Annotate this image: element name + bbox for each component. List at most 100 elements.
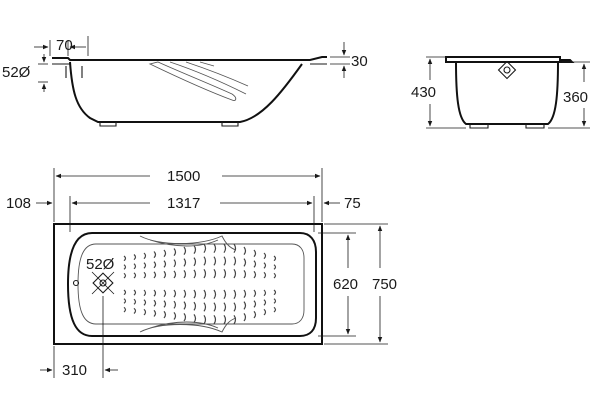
plan-handle-top-icon xyxy=(139,235,237,251)
antislip-ridge xyxy=(143,262,147,269)
antislip-ridge xyxy=(173,259,177,268)
antislip-ridge xyxy=(153,289,157,297)
antislip-ridge xyxy=(133,272,137,279)
antislip-ridge xyxy=(253,300,257,308)
dim-side-rim-width: 70 xyxy=(56,37,73,54)
antislip-ridge xyxy=(273,272,277,279)
dim-plan-head-offset: 108 xyxy=(6,195,31,212)
dim-plan-overall-length: 1500 xyxy=(167,168,200,185)
antislip-ridge xyxy=(163,260,167,268)
side-handle-icon xyxy=(148,61,237,101)
antislip-ridge xyxy=(163,249,167,258)
side-tub-body xyxy=(69,61,303,123)
antislip-ridge xyxy=(133,307,137,314)
antislip-ridge xyxy=(183,301,187,310)
antislip-ridge xyxy=(173,300,177,309)
antislip-ridge xyxy=(193,257,197,267)
antislip-ridge xyxy=(183,312,187,322)
antislip-ridge xyxy=(133,254,137,261)
antislip-ridge xyxy=(243,269,247,279)
dim-plan-foot-offset: 75 xyxy=(344,195,361,212)
antislip-ridge xyxy=(253,270,257,279)
antislip-ridge xyxy=(143,299,147,306)
antislip-ridge xyxy=(193,269,197,279)
antislip-ridge xyxy=(163,310,167,319)
antislip-ridge xyxy=(183,258,187,267)
dim-end-total-height: 430 xyxy=(411,84,436,101)
antislip-ridge xyxy=(263,299,267,306)
antislip-ridge xyxy=(223,243,227,254)
antislip-ridge xyxy=(213,302,217,312)
dim-plan-inner-width: 620 xyxy=(333,276,358,293)
plan-drain-icon xyxy=(91,271,115,295)
end-overflow-icon xyxy=(497,60,517,80)
plan-antislip-pattern xyxy=(123,243,277,325)
antislip-ridge xyxy=(213,256,217,266)
antislip-ridge xyxy=(123,255,127,262)
antislip-ridge xyxy=(223,314,227,325)
antislip-ridge xyxy=(163,300,167,308)
antislip-ridge xyxy=(233,243,237,254)
antislip-ridge xyxy=(203,243,207,254)
plan-inner-basin xyxy=(66,232,317,337)
dim-plan-drain-diameter: 52Ø xyxy=(86,256,115,273)
antislip-ridge xyxy=(203,314,207,325)
antislip-ridge xyxy=(163,289,167,298)
antislip-ridge xyxy=(143,308,147,316)
antislip-ridge xyxy=(233,289,237,300)
antislip-ridge xyxy=(263,252,267,260)
plan-view: 52Ø 1500 1317 108 75 620 750 xyxy=(6,168,397,379)
dim-end-inner-depth: 360 xyxy=(563,89,588,106)
antislip-ridge xyxy=(133,298,137,305)
antislip-ridge xyxy=(243,246,247,256)
antislip-ridge xyxy=(273,298,277,304)
antislip-ridge xyxy=(173,311,177,320)
dim-plan-inner-length: 1317 xyxy=(167,195,200,212)
antislip-ridge xyxy=(173,289,177,298)
antislip-ridge xyxy=(153,261,157,269)
antislip-ridge xyxy=(123,264,127,270)
antislip-ridge xyxy=(273,289,277,296)
antislip-ridge xyxy=(243,312,247,322)
antislip-ridge xyxy=(233,268,237,279)
antislip-ridge xyxy=(243,289,247,299)
plan-handle-bottom-icon xyxy=(139,317,237,333)
antislip-ridge xyxy=(263,271,267,279)
antislip-ridge xyxy=(133,289,137,296)
dim-plan-drain-offset: 310 xyxy=(62,362,87,379)
antislip-ridge xyxy=(233,314,237,325)
antislip-ridge xyxy=(123,306,127,313)
antislip-ridge xyxy=(173,270,177,279)
antislip-ridge xyxy=(223,256,227,266)
antislip-ridge xyxy=(243,301,247,310)
antislip-ridge xyxy=(273,255,277,262)
dim-side-rim-thickness: 30 xyxy=(351,53,368,70)
antislip-ridge xyxy=(193,289,197,299)
antislip-ridge xyxy=(263,289,267,297)
antislip-ridge xyxy=(223,289,227,300)
antislip-ridge xyxy=(203,302,207,312)
antislip-ridge xyxy=(143,252,147,260)
antislip-ridge xyxy=(153,271,157,279)
antislip-ridge xyxy=(203,289,207,300)
end-elevation-view: 430 360 xyxy=(411,56,590,129)
antislip-ridge xyxy=(133,263,137,270)
antislip-ridge xyxy=(153,309,157,317)
antislip-ridge xyxy=(193,313,197,323)
antislip-ridge xyxy=(143,271,147,279)
dim-plan-overall-width: 750 xyxy=(372,276,397,293)
antislip-ridge xyxy=(143,289,147,297)
antislip-ridge xyxy=(243,258,247,267)
antislip-ridge xyxy=(153,251,157,259)
plan-outer-outline xyxy=(53,223,323,345)
antislip-ridge xyxy=(153,299,157,307)
antislip-ridge xyxy=(123,298,127,304)
antislip-ridge xyxy=(183,289,187,299)
side-rim xyxy=(52,56,327,61)
end-rim xyxy=(445,56,575,63)
side-elevation-view: 70 52Ø 30 xyxy=(2,36,368,127)
antislip-ridge xyxy=(193,245,197,255)
antislip-ridge xyxy=(263,262,267,269)
antislip-ridge xyxy=(183,246,187,256)
antislip-ridge xyxy=(213,289,217,300)
